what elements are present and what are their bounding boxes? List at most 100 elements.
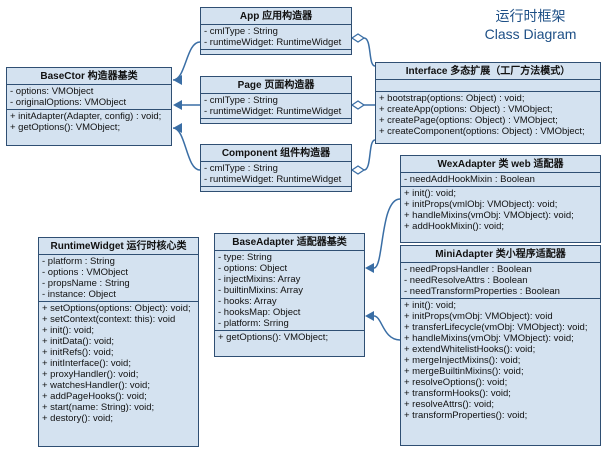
method-row: + init(): void; — [404, 188, 457, 199]
method-row: + getOptions(): VMObject; — [218, 332, 329, 343]
attribute-row: - options: VMObject — [10, 86, 94, 97]
attribute-row: - hooks: Array — [218, 296, 277, 307]
class-box-basector: BaseCtor 构造器基类- options: VMObject- origi… — [6, 67, 172, 146]
method-row: + createComponent(options: Object) : VMO… — [379, 126, 585, 137]
method-row: + getOptions(): VMObject; — [10, 122, 121, 133]
class-box-runtimewidget: RuntimeWidget 运行时核心类- platform : String-… — [38, 237, 199, 447]
attribute-row: - builtinMixins: Array — [218, 285, 303, 296]
method-row: + proxyHandler(): void; — [42, 369, 139, 380]
attribute-row: - options : VMObject — [42, 267, 129, 278]
attributes-section: - needPropsHandler : Boolean- needResolv… — [401, 263, 600, 299]
method-row: + watchesHandler(): void; — [42, 380, 150, 391]
methods-section: + init(): void;+ initProps(vmlObj: VMObj… — [401, 187, 600, 233]
method-row: + initInterface(): void; — [42, 358, 131, 369]
class-name: WexAdapter 类 web 适配器 — [401, 156, 600, 173]
inherit-arrow-mini — [365, 311, 374, 321]
attributes-section: - platform : String- options : VMObject -… — [39, 255, 198, 302]
class-box-baseadapter: BaseAdapter 适配器基类- type: String- options… — [214, 233, 365, 357]
attribute-row: - runtimeWidget: RuntimeWidget — [204, 106, 342, 117]
inherit-arrow-wex — [365, 263, 374, 273]
class-box-component: Component 组件构造器- cmlType : String- runti… — [200, 144, 352, 192]
aggregate-diamond-app — [350, 33, 366, 43]
method-row: + transformProperties(): void; — [404, 410, 528, 421]
attribute-row: - runtimeWidget: RuntimeWidget — [204, 174, 342, 185]
method-row: + mergeInjectMixins(): void; — [404, 355, 521, 366]
diagram-title-cn: 运行时框架 — [495, 9, 566, 25]
methods-section — [201, 50, 351, 54]
inherit-arrow-component — [173, 123, 182, 133]
attribute-row: - runtimeWidget: RuntimeWidget — [204, 37, 342, 48]
methods-section: + getOptions(): VMObject; — [215, 331, 364, 344]
method-row: + transformHooks(): void; — [404, 388, 511, 399]
inherit-line-component — [172, 127, 201, 171]
attributes-section: - type: String- options: Object- injectM… — [215, 251, 364, 331]
class-name: MiniAdapter 类小程序适配器 — [401, 246, 600, 263]
class-name: Interface 多态扩展（工厂方法模式） — [376, 63, 600, 80]
attribute-row: - needResolveAttrs : Boolean — [404, 275, 528, 286]
attribute-row: - needTransformProperties : Boolean — [404, 286, 560, 297]
methods-section: + setOptions(options: Object): void;+ se… — [39, 302, 198, 425]
attribute-row: - injectMixins: Array — [218, 274, 301, 285]
inherit-line-mini — [373, 315, 401, 341]
class-box-miniadapter: MiniAdapter 类小程序适配器- needPropsHandler : … — [400, 245, 601, 446]
method-row: + addHookMixin(): void; — [404, 221, 505, 232]
method-row: + start(name: String): void; — [42, 402, 155, 413]
class-box-wexadapter: WexAdapter 类 web 适配器- needAddHookMixin :… — [400, 155, 601, 243]
method-row: + initRefs(): void; — [42, 347, 114, 358]
class-box-app: App 应用构造器- cmlType : String- runtimeWidg… — [200, 7, 352, 55]
method-row: + initProps(vmlObj: VMObject): void; — [404, 199, 558, 210]
aggregate-diamond-component — [350, 165, 366, 175]
method-row: + setContext(context: this): void — [42, 314, 176, 325]
methods-section: + bootstrap(options: Object) : void;+ cr… — [376, 92, 600, 138]
class-name: RuntimeWidget 运行时核心类 — [39, 238, 198, 255]
attribute-row: - instance: Object — [42, 289, 116, 300]
class-box-page: Page 页面构造器- cmlType : String- runtimeWid… — [200, 76, 352, 124]
method-row: + initAdapter(Adapter, config) : void; — [10, 111, 162, 122]
attribute-row: - platform: Srring — [218, 318, 289, 329]
diagram-title: 运行时框架 Class Diagram — [468, 8, 593, 43]
method-row: + bootstrap(options: Object) : void; — [379, 93, 525, 104]
methods-section — [201, 119, 351, 123]
method-row: + setOptions(options: Object): void; — [42, 303, 191, 314]
class-name: Component 组件构造器 — [201, 145, 351, 162]
attribute-row: - needAddHookMixin : Boolean — [404, 174, 535, 185]
attribute-row: - needPropsHandler : Boolean — [404, 264, 532, 275]
aggregate-line-app — [363, 37, 376, 67]
method-row: + extendWhitelistHooks(): void; — [404, 344, 536, 355]
method-row: + createApp(options: Object) : VMObject; — [379, 104, 553, 115]
method-row: + initData(): void; — [42, 336, 115, 347]
attributes-section: - cmlType : String- runtimeWidget: Runti… — [201, 162, 351, 187]
attribute-row: - cmlType : String — [204, 26, 278, 37]
attribute-row: - platform : String — [42, 256, 115, 267]
attribute-row: - cmlType : String — [204, 95, 278, 106]
method-row: + handleMixins(vmObj: VMObject): void; — [404, 333, 574, 344]
attribute-row: - hooksMap: Object — [218, 307, 301, 318]
method-row: + resolveAttrs(): void; — [404, 399, 495, 410]
method-row: + transferLifecycle(vmObj: VMObject): vo… — [404, 322, 588, 333]
method-row: + mergeBuiltinMixins(): void; — [404, 366, 524, 377]
method-row: + addPageHooks(): void; — [42, 391, 147, 402]
diagram-title-en: Class Diagram — [484, 26, 577, 42]
inherit-line-wex — [373, 198, 401, 269]
class-name: Page 页面构造器 — [201, 77, 351, 94]
method-row: + init(): void; — [404, 300, 457, 311]
class-name: BaseAdapter 适配器基类 — [215, 234, 364, 251]
methods-section: + init(): void;+ initProps(vmObj: VMObje… — [401, 299, 600, 422]
attributes-section: - cmlType : String- runtimeWidget: Runti… — [201, 94, 351, 119]
methods-section: + initAdapter(Adapter, config) : void;+ … — [7, 110, 171, 134]
class-name: BaseCtor 构造器基类 — [7, 68, 171, 85]
inherit-arrow-page — [173, 100, 182, 110]
attributes-section: - needAddHookMixin : Boolean — [401, 173, 600, 187]
aggregate-line-component — [363, 139, 376, 171]
method-row: + destory(): void; — [42, 413, 114, 424]
attribute-row: - options: Object — [218, 263, 288, 274]
method-row: + initProps(vmObj: VMObject): void — [404, 311, 553, 322]
method-row: + resolveOptions(): void; — [404, 377, 508, 388]
method-row: + createPage(options: Object) : VMObject… — [379, 115, 558, 126]
attributes-section: - options: VMObject- originalOptions: VM… — [7, 85, 171, 110]
aggregate-diamond-page — [350, 100, 366, 110]
attribute-row: - originalOptions: VMObject — [10, 97, 127, 108]
class-name: App 应用构造器 — [201, 8, 351, 25]
inherit-arrow-app — [173, 75, 182, 85]
